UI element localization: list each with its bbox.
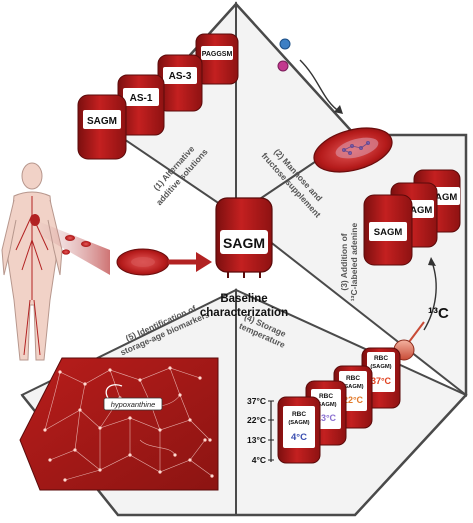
hypoxanthine-box	[103, 397, 163, 411]
human-figure-icon	[1, 162, 63, 361]
scale-label-22: 22°C	[247, 415, 266, 425]
panel4-bag-4: RBC (SAGM) 4°C	[277, 396, 321, 464]
scale-label-4: 4°C	[252, 455, 266, 465]
panel4-bag2-line1: RBC	[319, 393, 333, 400]
panel4-bag4-line2: (SAGM)	[370, 364, 391, 370]
highlight-pointer-icon	[105, 384, 123, 399]
panel1-bag-as3: AS-3	[157, 54, 203, 112]
panel1-bag-label-1: SAGM	[87, 116, 117, 127]
to-bag-arrowhead-icon	[196, 252, 212, 272]
panel1-bag-as1: AS-1	[117, 74, 165, 136]
panel3-bag-label-2: SAGM	[404, 205, 433, 216]
panel4-bag3-temp: 22°C	[343, 395, 364, 405]
center-cell-icon	[116, 248, 170, 276]
hexagon-frame	[21, 2, 468, 517]
panel1-bag-label-4: PAGGSM	[202, 51, 233, 58]
panel3-bag-1: SAGM	[363, 194, 413, 266]
adenine-arrow-icon	[423, 261, 437, 331]
red-cell-icon	[313, 127, 393, 173]
blood-stream-beam	[40, 222, 110, 275]
panel4-bag4-temp: 37°C	[371, 376, 392, 386]
fructose-dot-icon	[277, 60, 289, 72]
panel1-bag-label-3: AS-3	[169, 71, 192, 82]
panel4-bag2-line2: (SAGM)	[315, 402, 336, 408]
adenine-arrowhead-icon	[428, 257, 436, 266]
metabolic-network: hypoxanthine	[19, 357, 219, 491]
uptake-arrowhead-icon	[334, 105, 343, 114]
floating-cell-icons	[62, 235, 91, 255]
panel4-bag1-line1: RBC	[292, 411, 306, 418]
baseline-caption-line2: characterization	[200, 307, 288, 319]
panel4-bag3-line2: (SAGM)	[342, 384, 363, 390]
panel4-bag2-temp: 13°C	[316, 413, 337, 423]
panel3-bag-label-1: SAGM	[374, 227, 403, 238]
uptake-arrow-icon	[299, 59, 341, 113]
panel3-bag-label-3: SAGM	[429, 192, 458, 203]
center-bag-label: SAGM	[223, 235, 265, 251]
panel1-bag-label-2: AS-1	[130, 93, 153, 104]
isotope-stem-icon	[408, 321, 425, 343]
scale-label-13: 13°C	[247, 435, 266, 445]
panel3-title-line2: ¹³C-labeled adenine	[349, 223, 359, 302]
panel4-bag3-line1: RBC	[346, 375, 360, 382]
isotope-label: ¹³C	[428, 305, 449, 322]
panel3-title-line1: (3) Addition of	[339, 233, 349, 290]
center-bag: SAGM	[215, 197, 273, 278]
panel1-bag-sagm: SAGM	[77, 94, 127, 160]
hypoxanthine-label: hypoxanthine	[111, 400, 156, 409]
scale-label-37: 37°C	[247, 396, 266, 406]
mannose-dot-icon	[279, 38, 291, 50]
temperature-scale: 37°C 22°C 13°C 4°C	[247, 396, 274, 465]
panel4-bag4-line1: RBC	[374, 355, 388, 362]
panel4-bag1-line2: (SAGM)	[288, 420, 309, 426]
panel4-bag1-temp: 4°C	[291, 432, 307, 443]
baseline-caption-line1: Baseline	[220, 293, 267, 305]
